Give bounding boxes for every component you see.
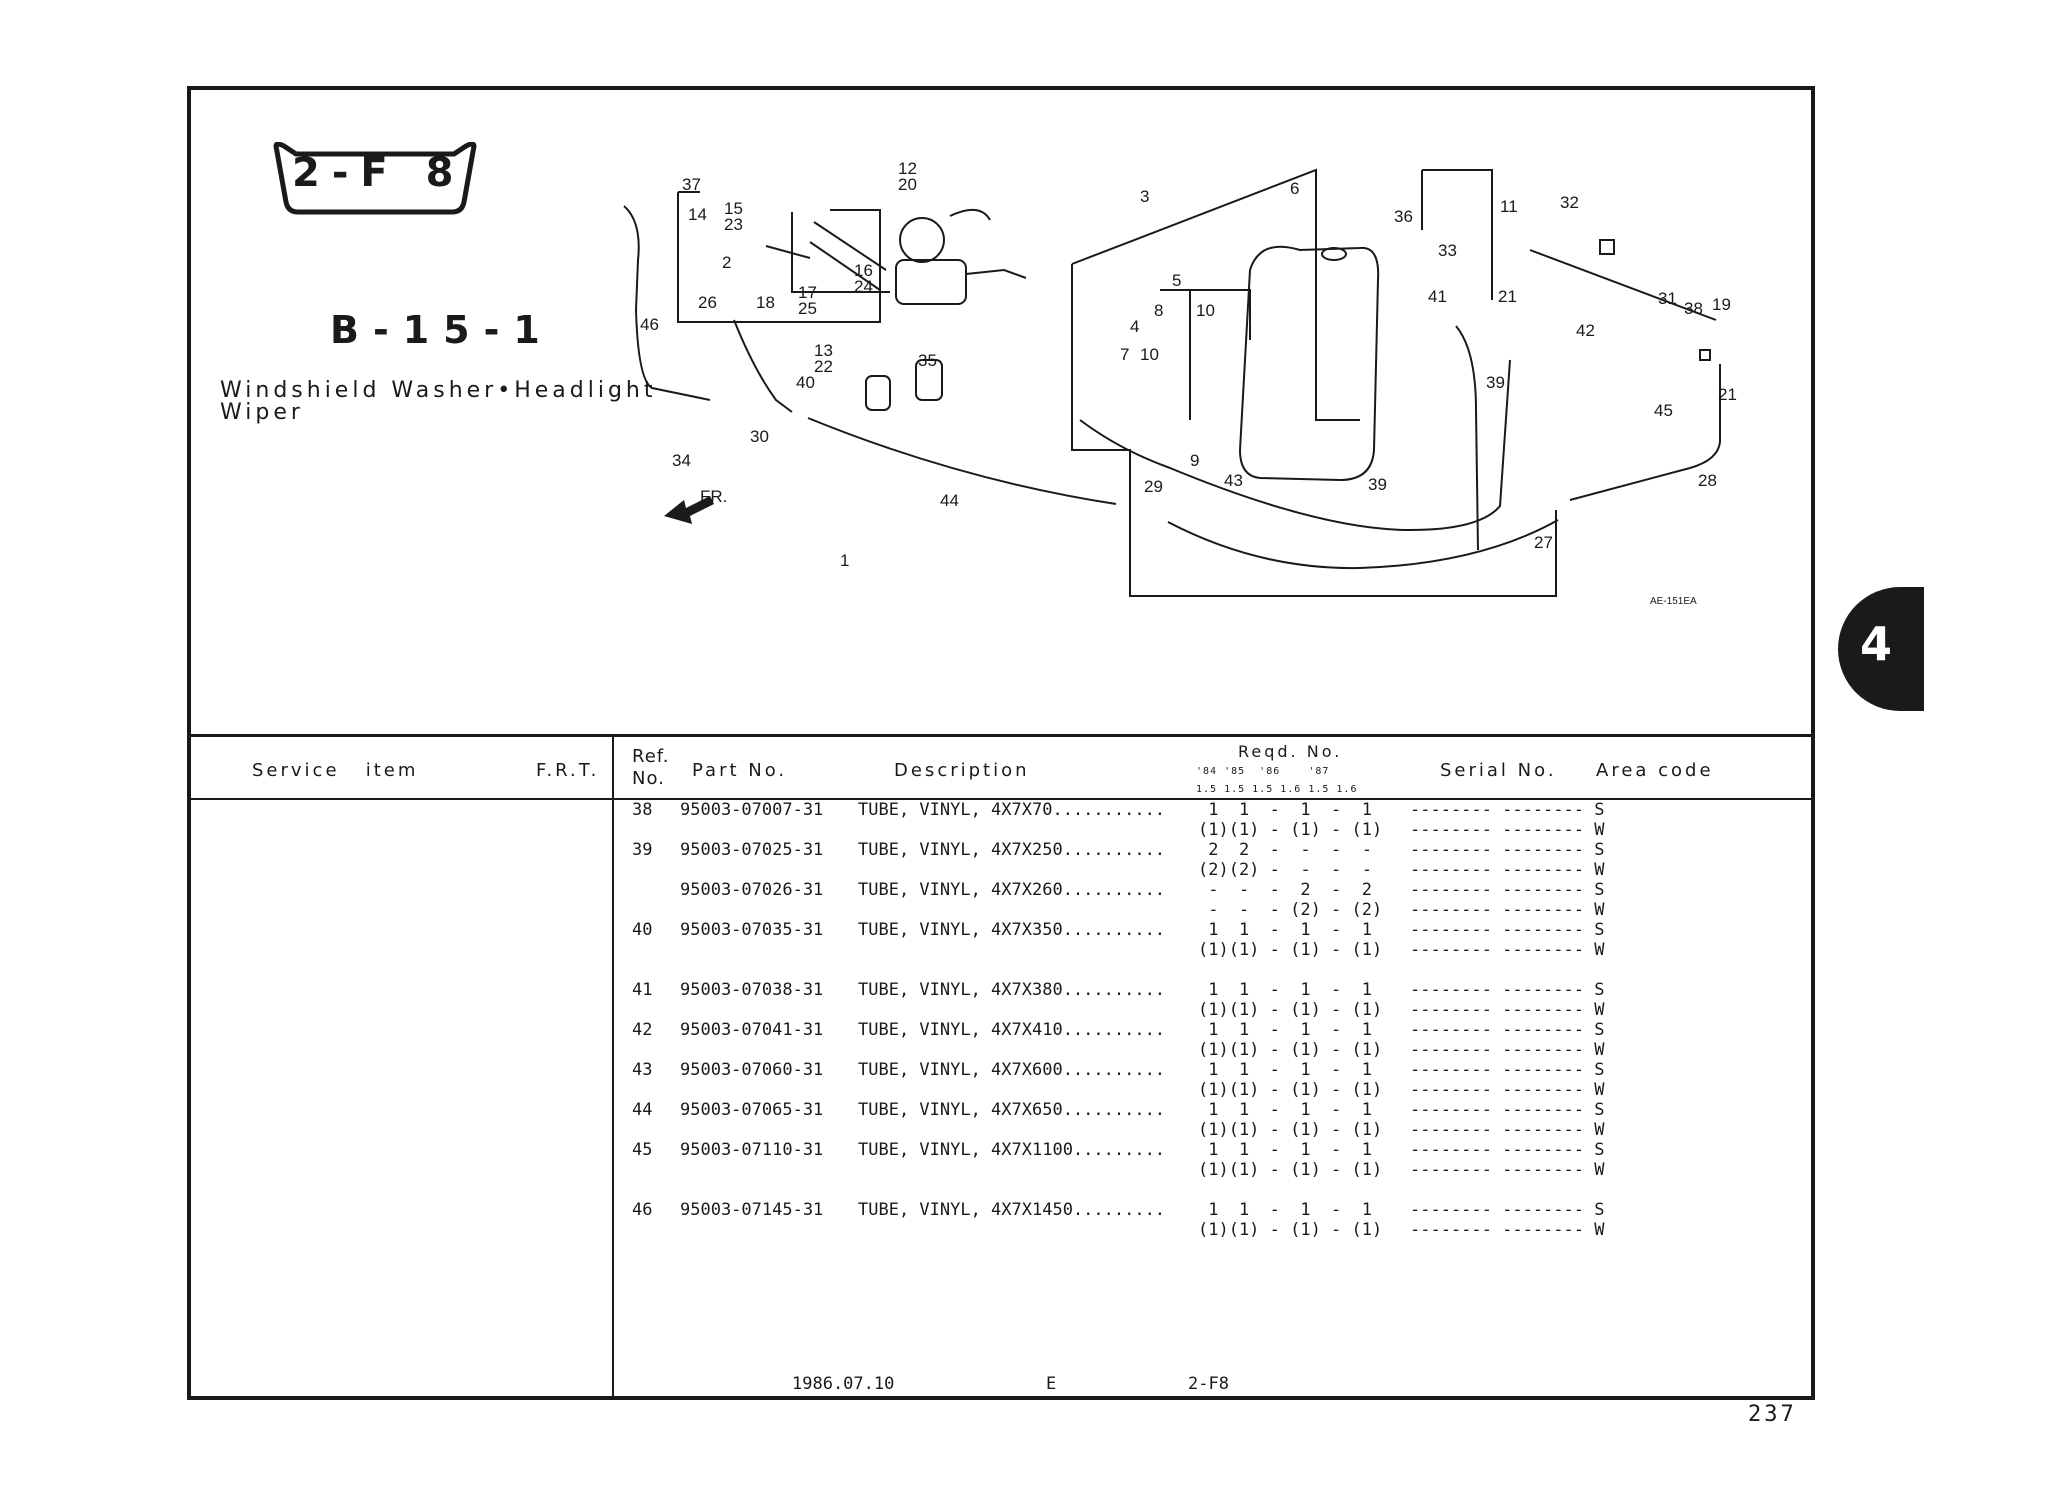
- callout-39b: 39: [1486, 373, 1505, 392]
- callout-42: 42: [1576, 321, 1595, 340]
- callout-2: 2: [722, 253, 731, 272]
- callout-30: 30: [750, 427, 769, 446]
- header-underline: [189, 798, 1813, 800]
- callout-13: 13: [814, 341, 833, 360]
- callout-7: 7: [1120, 345, 1129, 364]
- callout-22: 22: [814, 357, 833, 376]
- callout-28: 28: [1698, 471, 1717, 490]
- footer-code: 2-F8: [1188, 1374, 1229, 1394]
- header-no: No.: [632, 768, 665, 789]
- callout-3: 3: [1140, 187, 1149, 206]
- callout-4: 4: [1130, 317, 1139, 336]
- callout-33: 33: [1438, 241, 1457, 260]
- callout-37: 37: [682, 175, 701, 194]
- header-variants: 1.5 1.5 1.5 1.6 1.5 1.6: [1196, 784, 1358, 795]
- callout-12: 12: [898, 159, 917, 178]
- callout-21a: 21: [1498, 287, 1517, 306]
- callout-38: 38: [1684, 299, 1703, 318]
- callout-5: 5: [1172, 271, 1181, 290]
- front-arrow-icon: [664, 496, 714, 524]
- header-reqd-no: Reqd. No.: [1238, 742, 1343, 761]
- callout-23: 23: [724, 215, 743, 234]
- callout-24: 24: [854, 277, 873, 296]
- callout-31: 31: [1658, 289, 1677, 308]
- callout-29: 29: [1144, 477, 1163, 496]
- callout-36: 36: [1394, 207, 1413, 226]
- callout-43: 43: [1224, 471, 1243, 490]
- service-column-divider: [612, 734, 614, 1398]
- callout-40: 40: [796, 373, 815, 392]
- callout-17: 17: [798, 283, 817, 302]
- callout-20: 20: [898, 175, 917, 194]
- callout-10b: 10: [1196, 301, 1215, 320]
- figure-code: AE-151EA: [1650, 596, 1697, 607]
- callout-1: 1: [840, 551, 849, 570]
- chapter-tab: 4: [1838, 587, 1924, 711]
- callout-44: 44: [940, 491, 959, 510]
- callout-25: 25: [798, 299, 817, 318]
- callout-32: 32: [1560, 193, 1579, 212]
- section-code: B-15-1: [330, 308, 554, 352]
- callout-18: 18: [756, 293, 775, 312]
- section-title: Windshield Washer•Headlight Wiper: [220, 378, 657, 425]
- callout-46: 46: [640, 315, 659, 334]
- callout-39a: 39: [1368, 475, 1387, 494]
- callout-10a: 10: [1140, 345, 1159, 364]
- callout-11: 11: [1500, 197, 1518, 216]
- callout-8: 8: [1154, 301, 1163, 320]
- section-badge-frame: [273, 142, 477, 215]
- section-badge: 2-F 8: [292, 150, 466, 196]
- callout-45: 45: [1654, 401, 1673, 420]
- callout-26: 26: [698, 293, 717, 312]
- header-ref: Ref.: [632, 746, 670, 767]
- page-number: 237: [1748, 1402, 1797, 1427]
- callout-27: 27: [1534, 533, 1553, 552]
- header-service-item: Service item: [252, 760, 419, 781]
- footer-edition: E: [1046, 1374, 1057, 1394]
- parts-diagram: 46 37 14 15 23 2 26 18 17 25 16 24 13 22…: [623, 159, 1737, 607]
- header-description: Description: [894, 760, 1030, 781]
- callout-14: 14: [688, 205, 707, 224]
- callout-34: 34: [672, 451, 691, 470]
- callout-35: 35: [918, 351, 937, 370]
- header-area-code: Area code: [1596, 760, 1714, 781]
- header-frt: F.R.T.: [536, 760, 600, 781]
- callout-9: 9: [1190, 451, 1199, 470]
- header-part-no: Part No.: [692, 760, 788, 781]
- header-divider: [189, 734, 1813, 737]
- footer-date: 1986.07.10: [792, 1374, 895, 1394]
- callout-21b: 21: [1718, 385, 1737, 404]
- callout-6: 6: [1290, 179, 1299, 198]
- callout-16: 16: [854, 261, 873, 280]
- callout-15: 15: [724, 199, 743, 218]
- header-serial-no: Serial No.: [1440, 760, 1557, 781]
- page-frame: [187, 86, 1815, 1400]
- callout-19: 19: [1712, 295, 1731, 314]
- direction-label: FR.: [700, 487, 727, 506]
- header-years: '84 '85 '86 '87: [1196, 766, 1330, 777]
- callout-41: 41: [1428, 287, 1447, 306]
